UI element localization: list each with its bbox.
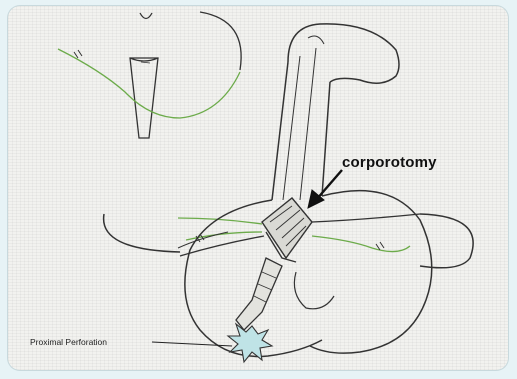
glans-outline: [288, 24, 399, 83]
stay-suture-left: [178, 218, 262, 224]
shaft-outline: [272, 24, 399, 200]
needle-assembly: [130, 12, 241, 138]
shaft-right-edge: [322, 82, 330, 196]
perforation-leader-line: [152, 342, 232, 346]
testis-bulge: [294, 272, 334, 309]
corporotomy-arrow: [308, 170, 342, 208]
left-needle: [104, 214, 180, 252]
corporotomy-incision: [262, 198, 312, 262]
suture-knot-top: [74, 50, 82, 58]
corpus-inner-right: [300, 48, 316, 200]
stay-suture-green-right: [312, 236, 410, 252]
glans-tip: [308, 36, 324, 44]
tapered-cup: [130, 58, 158, 138]
curved-needle-arc: [200, 12, 241, 70]
stay-suture-right: [312, 214, 420, 222]
proximal-perforation-label: Proximal Perforation: [30, 337, 107, 347]
needle-tip-curve: [140, 13, 152, 19]
cup-inner-mark: [141, 62, 150, 63]
suture-top-left: [58, 49, 240, 118]
dilator-instrument: [236, 258, 282, 330]
arrow-shaft: [316, 170, 342, 200]
dilator-body: [236, 258, 282, 330]
corporotomy-label: corporotomy: [342, 154, 437, 171]
